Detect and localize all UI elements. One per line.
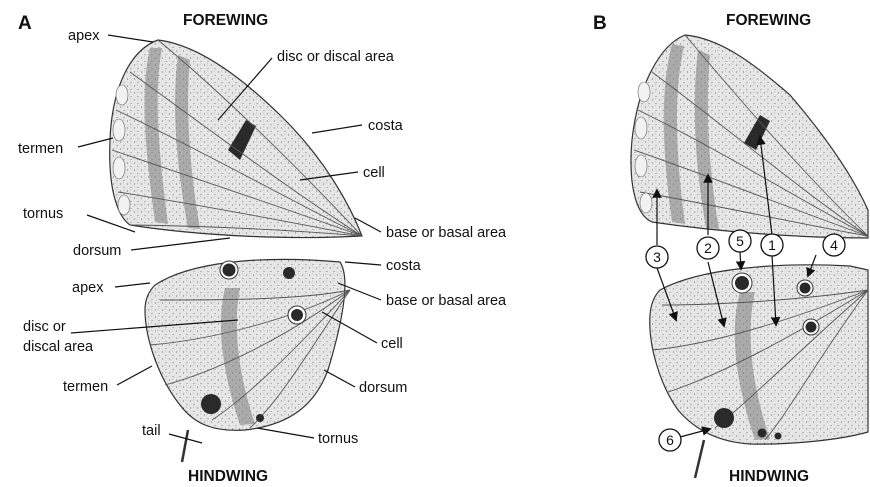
callout-1-number: 1 xyxy=(768,237,776,253)
callout-1: 1 xyxy=(761,234,783,256)
hindwing-b xyxy=(650,265,868,478)
panel-b-forewing-title: FOREWING xyxy=(726,12,811,29)
callout-3-number: 3 xyxy=(653,249,661,265)
label-hw-apex: apex xyxy=(72,280,104,296)
label-hw-disc-line1: disc or xyxy=(23,319,66,335)
label-hw-base: base or basal area xyxy=(386,293,507,309)
label-hw-termen: termen xyxy=(63,379,108,395)
label-hw-tornus: tornus xyxy=(318,431,358,447)
callout-6-number: 6 xyxy=(666,432,674,448)
label-fw-tornus: tornus xyxy=(23,206,63,222)
panel-a: A FOREWING HINDWING xyxy=(18,12,507,485)
label-hw-cell: cell xyxy=(381,336,403,352)
label-hw-dorsum: dorsum xyxy=(359,380,407,396)
label-fw-base: base or basal area xyxy=(386,225,507,241)
label-fw-disc: disc or discal area xyxy=(277,49,395,65)
panel-b-letter: B xyxy=(593,13,607,34)
callout-3: 3 xyxy=(646,246,668,268)
forewing-b xyxy=(631,35,868,238)
panel-a-letter: A xyxy=(18,13,32,34)
callout-5-number: 5 xyxy=(736,233,744,249)
label-fw-cell: cell xyxy=(363,165,385,181)
callout-4: 4 xyxy=(823,234,845,256)
hindwing-b-tail xyxy=(695,440,704,478)
label-hw-tail: tail xyxy=(142,423,161,439)
label-hw-disc-line2: discal area xyxy=(23,339,94,355)
panel-a-forewing-title: FOREWING xyxy=(183,12,268,29)
panel-a-hindwing-title: HINDWING xyxy=(188,468,268,485)
label-fw-termen: termen xyxy=(18,141,63,157)
label-fw-dorsum: dorsum xyxy=(73,243,121,259)
label-fw-costa: costa xyxy=(368,118,404,134)
panel-b-hindwing-title: HINDWING xyxy=(729,468,809,485)
callout-2: 2 xyxy=(697,237,719,259)
label-hw-costa: costa xyxy=(386,258,422,274)
label-fw-apex: apex xyxy=(68,28,100,44)
callout-2-number: 2 xyxy=(704,240,712,256)
callout-4-number: 4 xyxy=(830,237,838,253)
callout-6: 6 xyxy=(659,429,681,451)
panel-b: B FOREWING HINDWING xyxy=(593,12,868,485)
callout-5: 5 xyxy=(729,230,751,252)
forewing-a xyxy=(110,40,362,238)
hindwing-a-tail xyxy=(182,430,188,462)
